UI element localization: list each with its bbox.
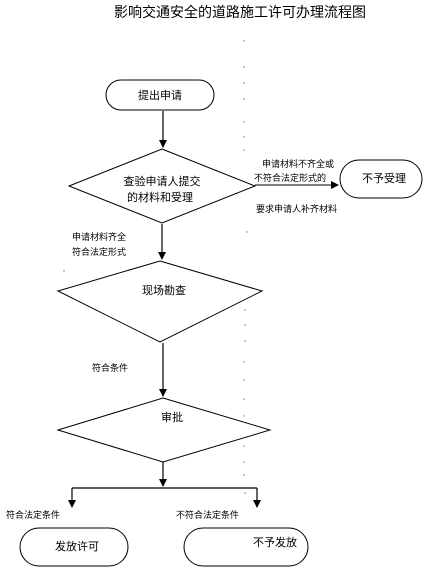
node-verify-label-2: 的材料和受理 <box>127 190 193 204</box>
edge-label-grant-conditions: 符合法定条件 <box>6 509 60 521</box>
node-deny <box>183 527 309 567</box>
page-title: 影响交通安全的道路施工许可办理流程图 <box>114 4 366 21</box>
node-survey-label: 现场勘查 <box>142 283 186 297</box>
node-reject-accept-label: 不予受理 <box>362 172 406 185</box>
node-approve <box>56 397 272 463</box>
node-apply-label: 提出申请 <box>138 88 182 102</box>
node-reject-accept <box>339 159 423 199</box>
node-verify-label-1: 查验申请人提交 <box>124 174 201 188</box>
node-deny-label: 不予发放 <box>253 535 297 549</box>
edge-label-meets: 符合条件 <box>92 362 128 374</box>
edge-label-supplement: 要求申请人补齐材料 <box>256 203 337 215</box>
edge-label-complete-2: 符合法定形式 <box>72 246 126 258</box>
edge-label-complete-1: 申请材料齐全 <box>72 231 126 243</box>
edge-label-incomplete-2: 不符合法定形式的 <box>254 172 326 184</box>
node-grant-label: 发放许可 <box>55 539 99 553</box>
node-approve-label: 审批 <box>161 410 183 424</box>
node-apply <box>105 79 215 111</box>
edge-label-deny-conditions: 不符合法定条件 <box>176 509 239 521</box>
edge-label-incomplete-1: 申请材料不齐全或 <box>262 158 334 170</box>
node-survey <box>56 260 264 343</box>
node-verify <box>67 148 257 224</box>
node-grant <box>19 527 129 567</box>
